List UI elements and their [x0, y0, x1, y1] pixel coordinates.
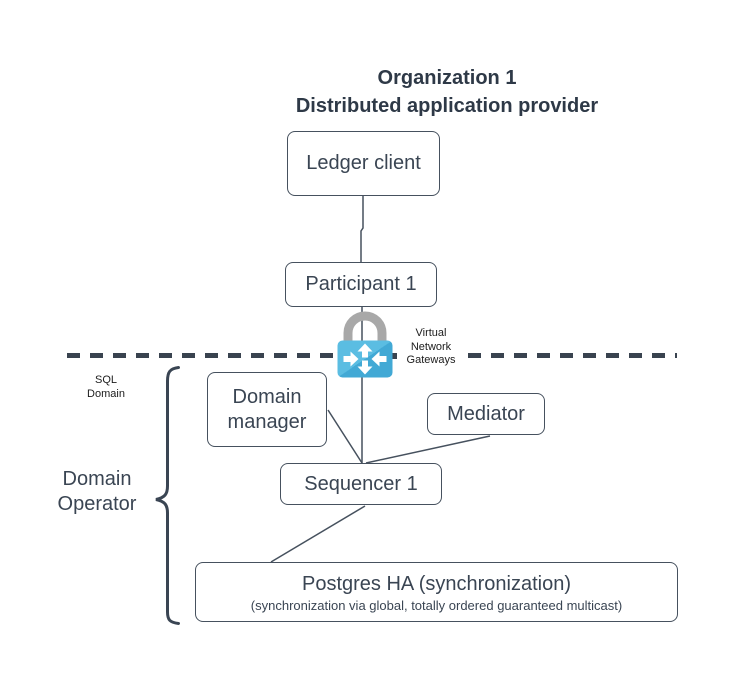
sql-domain-label: SQL Domain [66, 374, 146, 401]
domain-operator-label-line1: Domain [62, 468, 132, 490]
node-domain-manager: Domain manager [207, 372, 327, 447]
node-ledger-client: Ledger client [287, 131, 440, 196]
node-postgres-ha-sublabel: (synchronization via global, totally ord… [250, 597, 623, 613]
gateway-arrow-up [357, 343, 373, 358]
node-domain-manager-label: Domain manager [227, 386, 307, 433]
domain-operator-brace [155, 366, 180, 625]
domain-operator-label-line2: Operator [57, 493, 137, 515]
domain-operator-label: Domain Operator [33, 467, 161, 517]
sql-domain-label-line2: Domain [87, 387, 125, 400]
diagram-title-line1: Organization 1 [377, 67, 517, 89]
diagram-title: Organization 1 Distributed application p… [217, 64, 677, 120]
network-boundary-dash-fragment [389, 353, 397, 359]
vng-label-line3: Gateways [406, 354, 456, 366]
virtual-network-gateway-icon [337, 340, 393, 378]
node-mediator-label: Mediator [447, 402, 525, 425]
node-participant-1: Participant 1 [285, 262, 437, 307]
sql-domain-label-line1: SQL [94, 374, 117, 386]
diagram-title-line2: Distributed application provider [295, 95, 599, 117]
gateway-arrow-left [371, 351, 387, 367]
connector-ledger-to-participant [360, 196, 364, 262]
node-participant-1-label: Participant 1 [305, 273, 417, 296]
virtual-network-gateways-label: Virtual Network Gateways [396, 327, 466, 368]
gateway-arrow-right [343, 351, 359, 367]
gateway-arrow-down [357, 360, 373, 375]
lock-icon [337, 311, 393, 378]
node-postgres-ha: Postgres HA (synchronization) (synchroni… [195, 562, 678, 622]
node-ledger-client-label: Ledger client [306, 152, 421, 175]
vng-label-line1: Virtual [415, 327, 447, 339]
connector-domain-manager-to-sequencer [327, 409, 363, 464]
node-sequencer-1-label: Sequencer 1 [304, 472, 418, 495]
node-postgres-ha-label: Postgres HA (synchronization) [301, 573, 571, 596]
connector-mediator-to-sequencer [365, 435, 491, 464]
node-sequencer-1: Sequencer 1 [280, 463, 442, 505]
node-mediator: Mediator [427, 393, 545, 435]
vng-label-line2: Network [410, 340, 452, 353]
gateway-body [337, 340, 393, 378]
lock-shackle [343, 311, 387, 343]
connector-sequencer-to-postgres [270, 505, 366, 563]
